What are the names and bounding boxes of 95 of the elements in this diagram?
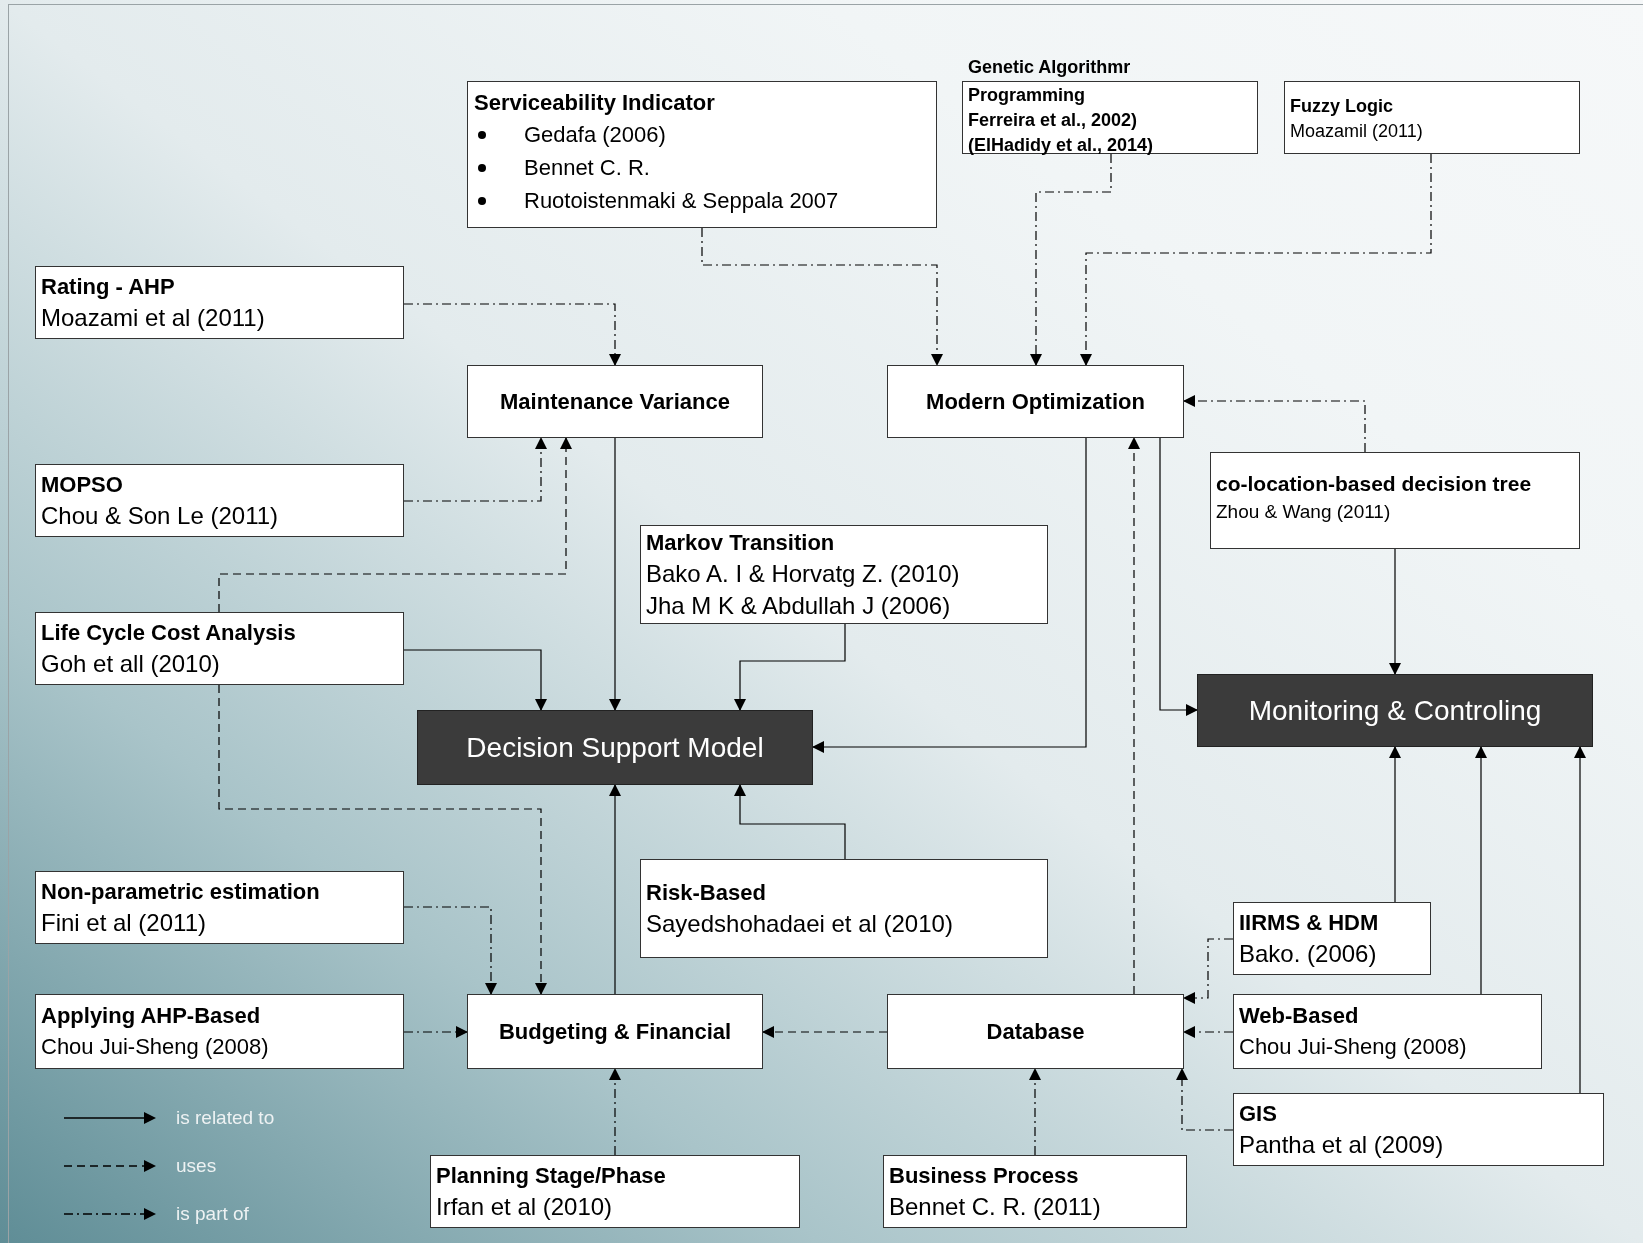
node-title: Genetic Algorithmr: [968, 56, 1131, 79]
connector-arrow: [1183, 395, 1366, 453]
process-box: [1233, 902, 1431, 975]
connector-arrow: [403, 1026, 468, 1038]
connector-arrow: [1029, 1068, 1041, 1156]
process-box: [35, 994, 404, 1069]
process-box: [887, 365, 1184, 438]
process-box: [467, 365, 763, 438]
connector-arrow: [734, 623, 846, 711]
connector-arrow: [403, 437, 547, 502]
bullet-item: Gedafa (2006): [524, 121, 666, 149]
connector-arrow: [403, 649, 547, 711]
connector-arrow: [701, 227, 943, 366]
node-title: Maintenance Variance: [500, 388, 730, 416]
node-title: Web-Based: [1239, 1001, 1360, 1030]
node-title: Programming: [968, 84, 1087, 107]
dark-process-box: [417, 710, 813, 785]
node-title: Business Process: [889, 1161, 1080, 1190]
node-title: Monitoring & Controling: [1248, 693, 1542, 728]
connector-arrow: [1389, 746, 1401, 903]
connector-arrow: [218, 437, 572, 613]
process-box: [640, 859, 1048, 958]
dark-process-box: [1197, 674, 1593, 747]
process-box: [467, 994, 763, 1069]
citation-text: Zhou & Wang (2011): [1216, 499, 1392, 524]
connector-arrow: [1159, 437, 1198, 716]
citation-text: Goh et all (2010): [41, 648, 221, 679]
process-box: [640, 525, 1048, 624]
node-title: GIS: [1239, 1099, 1278, 1128]
connector-arrow: [609, 1068, 621, 1156]
citation-text: Sayedshohadaei et al (2010): [646, 908, 954, 939]
connector-arrow: [1128, 437, 1140, 995]
citation-text: Chou & Son Le (2011): [41, 500, 280, 531]
citation-text: Jha M K & Abdullah J (2006): [646, 590, 952, 621]
connector-arrow: [403, 906, 497, 995]
connector-arrow: [1183, 1026, 1234, 1038]
node-title: Markov Transition: [646, 528, 836, 557]
node-title: Budgeting & Financial: [498, 1018, 732, 1046]
process-box: [35, 266, 404, 339]
node-title: Rating - AHP: [41, 272, 176, 301]
citation-text: Irfan et al (2010): [436, 1191, 614, 1222]
citation-text: Ferreira et al., 2002): [968, 109, 1139, 132]
legend-text: is related to: [176, 1106, 275, 1130]
node-title: Life Cycle Cost Analysis: [41, 618, 297, 647]
process-box: [887, 994, 1184, 1069]
connector-arrow: [1183, 938, 1234, 1004]
node-title: Risk-Based: [646, 878, 767, 907]
process-box: [35, 464, 404, 537]
connector-arrow: [218, 684, 547, 995]
citation-text: Chou Jui-Sheng (2008): [41, 1032, 270, 1061]
citation-text: Bako A. I & Horvatg Z. (2010): [646, 558, 961, 589]
citation-text: (ElHadidy et al., 2014): [968, 134, 1155, 157]
node-title: co-location-based decision tree: [1216, 470, 1533, 497]
node-title: Serviceability Indicator: [474, 89, 716, 117]
citation-text: Fini et al (2011): [41, 907, 207, 938]
citation-text: Moazami et al (2011): [41, 302, 266, 333]
process-box: [883, 1155, 1187, 1228]
legend-text: uses: [176, 1154, 217, 1178]
node-title: IIRMS & HDM: [1239, 908, 1380, 937]
node-title: Decision Support Model: [466, 730, 764, 765]
connector-arrow: [1030, 153, 1112, 366]
connector-arrow: [1389, 548, 1401, 675]
connector-arrow: [403, 303, 621, 366]
citation-text: Chou Jui-Sheng (2008): [1239, 1032, 1468, 1061]
process-box: [1284, 81, 1580, 154]
node-title: MOPSO: [41, 470, 124, 499]
citation-text: Bako. (2006): [1239, 938, 1378, 969]
node-title: Modern Optimization: [926, 388, 1145, 416]
process-box: [35, 612, 404, 685]
connector-arrow: [609, 784, 621, 995]
process-box: [467, 81, 937, 228]
legend-text: is part of: [176, 1202, 249, 1226]
connector-arrow: [812, 437, 1087, 753]
process-box: [1210, 452, 1580, 549]
node-title: Applying AHP-Based: [41, 1001, 262, 1030]
citation-text: Bennet C. R. (2011): [889, 1191, 1102, 1222]
connector-arrow: [1176, 1068, 1234, 1131]
citation-text: Pantha et al (2009): [1239, 1129, 1445, 1160]
node-title: Fuzzy Logic: [1290, 95, 1394, 118]
connector-arrow: [762, 1026, 888, 1038]
process-box: [1233, 994, 1542, 1069]
node-title: Database: [986, 1018, 1085, 1046]
process-box: [35, 871, 404, 944]
process-box: [1233, 1093, 1604, 1166]
node-title: Non-parametric estimation: [41, 877, 321, 906]
connector-arrow: [1475, 746, 1487, 995]
connector-arrow: [1574, 746, 1586, 1094]
connector-arrow: [1080, 153, 1432, 366]
connector-arrow: [734, 784, 846, 860]
connector-arrow: [609, 437, 621, 711]
citation-text: Moazamil (2011): [1290, 120, 1424, 143]
bullet-item: Bennet C. R.: [524, 154, 650, 182]
bullet-item: Ruotoistenmaki & Seppala 2007: [524, 187, 839, 215]
node-title: Planning Stage/Phase: [436, 1161, 667, 1190]
process-box: [430, 1155, 800, 1228]
